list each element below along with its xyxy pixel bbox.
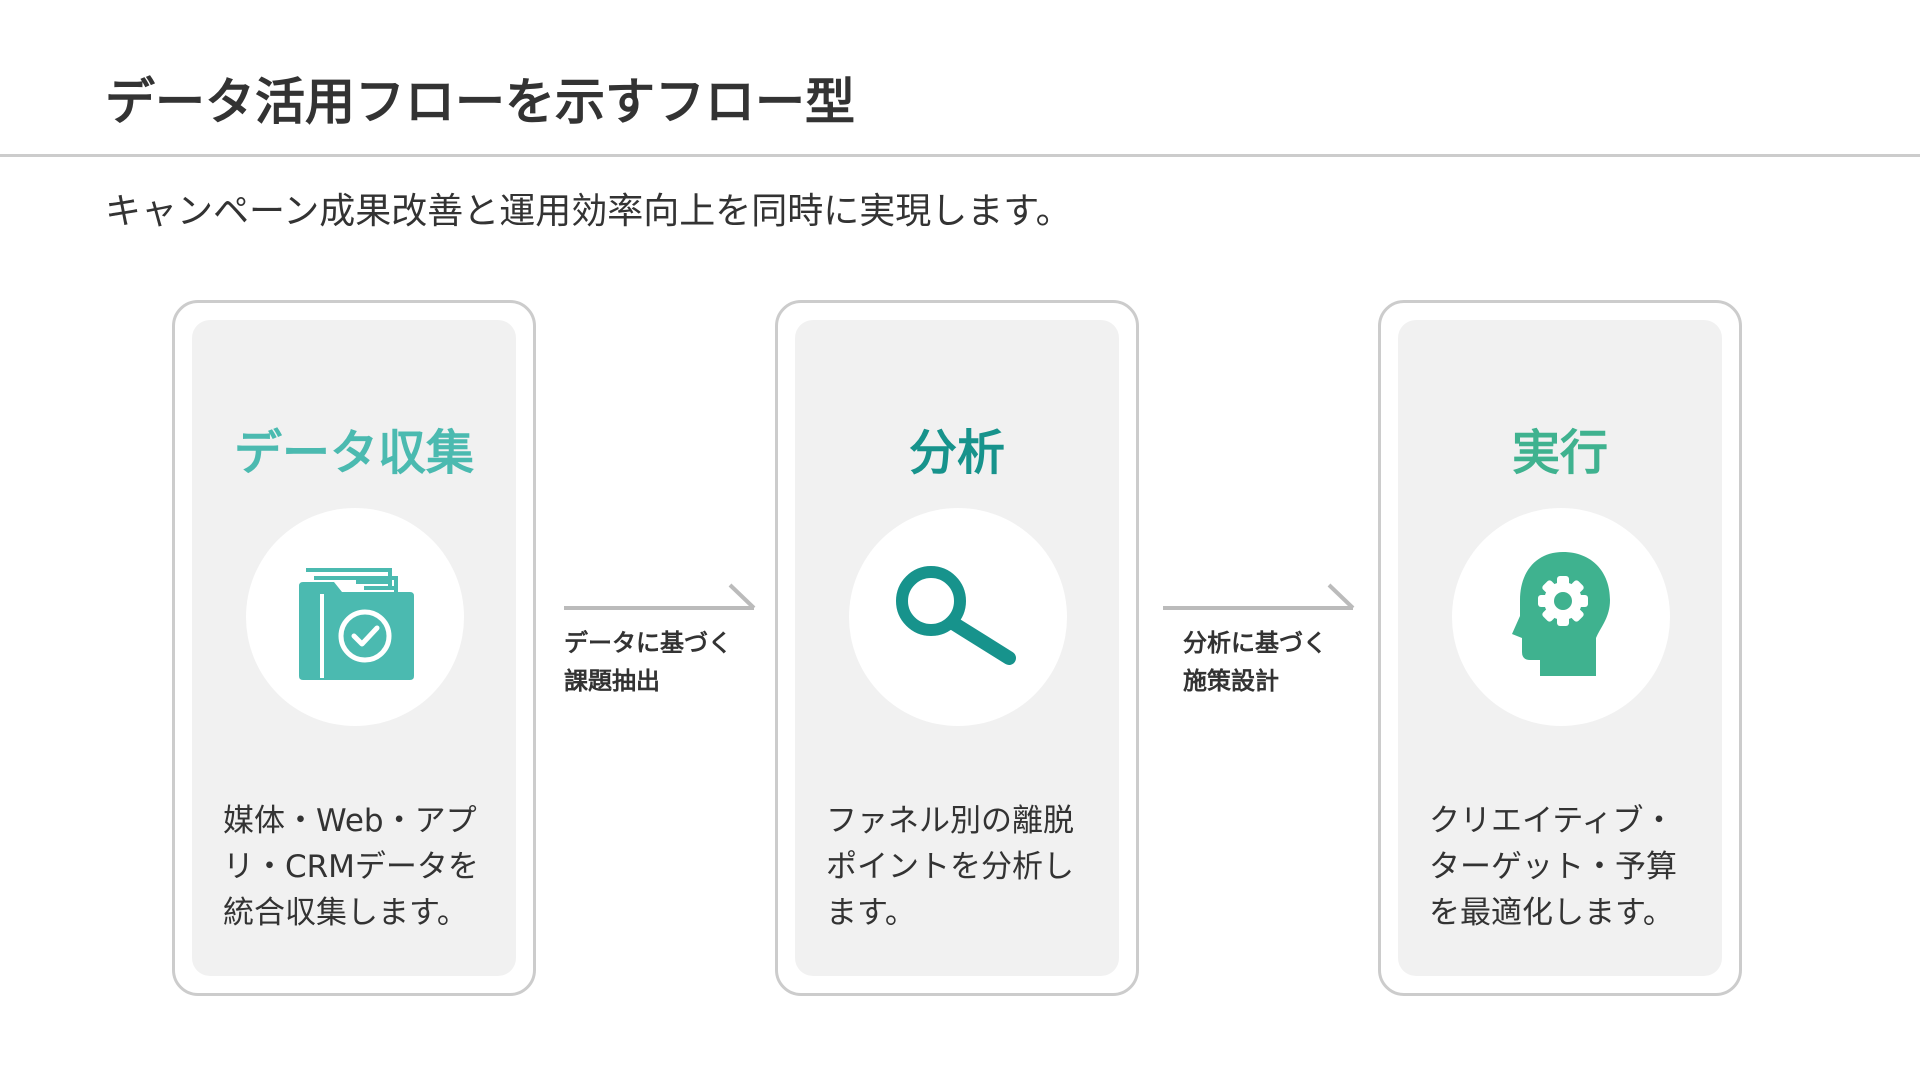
icon-circle [849, 508, 1067, 726]
right-arrow-icon [564, 583, 756, 610]
flow-arrow-2 [1161, 582, 1361, 622]
folder-check-icon [299, 568, 414, 680]
icon-circle [1452, 508, 1670, 726]
flow-label-1: データに基づく 課題抽出 [564, 629, 732, 695]
title-divider [0, 154, 1920, 157]
step-card-panel: 実行 クリエイティブ・ターゲット・予算を最適化します。 [1398, 320, 1722, 976]
step-card-execution: 実行 クリエイティブ・ターゲット・予算を最適化します。 [1378, 300, 1742, 996]
step-description: 媒体・Web・アプリ・CRMデータを統合収集します。 [223, 803, 479, 931]
page-subtitle: キャンペーン成果改善と運用効率向上を同時に実現します。 [105, 191, 1072, 232]
step-card-panel: 分析 ファネル別の離脱ポイントを分析します。 [795, 320, 1119, 976]
head-gear-icon [1512, 552, 1610, 676]
flow-label-2: 分析に基づく 施策設計 [1183, 629, 1327, 695]
step-title: 実行 [1511, 425, 1608, 481]
step-card-panel: データ収集 媒体・Web・アプリ・CRMデータを統合収集します。 [192, 320, 516, 976]
step-title: 分析 [908, 425, 1005, 481]
page-title: データ活用フローを示すフロー型 [105, 73, 855, 131]
step-description: クリエイティブ・ターゲット・予算を最適化します。 [1429, 803, 1677, 931]
step-card-data-collection: データ収集 媒体・Web・アプリ・CRMデータを統合収集します。 [172, 300, 536, 996]
right-arrow-icon [1163, 583, 1355, 610]
step-card-analysis: 分析 ファネル別の離脱ポイントを分析します。 [775, 300, 1139, 996]
icon-circle [246, 508, 464, 726]
magnifier-icon [896, 566, 1016, 665]
step-description: ファネル別の離脱ポイントを分析します。 [826, 803, 1074, 931]
step-title: データ収集 [233, 425, 474, 481]
flow-arrow-1 [562, 582, 762, 622]
